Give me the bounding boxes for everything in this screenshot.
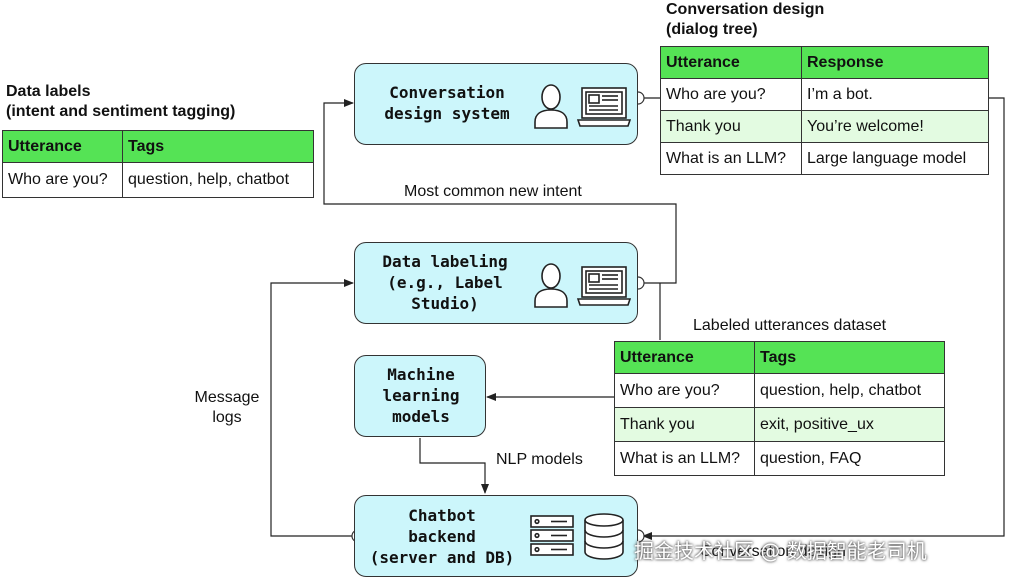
column-header: Tags bbox=[754, 341, 945, 374]
table-row: Thank you exit, positive_ux bbox=[614, 407, 945, 442]
conversation-design-heading: Conversation design (dialog tree) bbox=[666, 1, 825, 38]
person-icon bbox=[534, 263, 568, 308]
intent-connector bbox=[323, 99, 677, 284]
nlp-models-connector bbox=[419, 438, 489, 494]
table-row: Who are you? I’m a bot. bbox=[660, 78, 989, 111]
message-logs-label: Message logs bbox=[194, 389, 260, 426]
table-row: What is an LLM? question, FAQ bbox=[614, 441, 945, 476]
column-header: Utterance bbox=[614, 341, 755, 374]
watermark: 掘金技术社区 @ 数据智能老司机 bbox=[634, 539, 927, 563]
conversation-design-connector bbox=[642, 97, 1005, 540]
labeled-dataset-heading: Labeled utterances dataset bbox=[693, 317, 887, 334]
labeled-dataset-table: Utterance Tags Who are you? question, he… bbox=[614, 341, 945, 476]
nlp-models-label: NLP models bbox=[496, 451, 583, 468]
column-header: Utterance bbox=[660, 46, 802, 79]
laptop-icon bbox=[577, 266, 631, 306]
database-icon bbox=[584, 513, 624, 560]
server-icon bbox=[530, 515, 574, 556]
machine-learning-models-node: Machine learning models bbox=[354, 355, 486, 437]
data-labeling-node: Data labeling (e.g., Label Studio) bbox=[354, 242, 638, 324]
column-header: Utterance bbox=[2, 130, 123, 163]
message-logs-connector bbox=[270, 279, 354, 537]
laptop-icon bbox=[577, 87, 631, 127]
conversation-design-edge-label: Conversation design bbox=[700, 543, 846, 560]
person-icon bbox=[534, 84, 568, 129]
conversation-design-system-node: Conversation design system bbox=[354, 63, 638, 145]
table-row: Who are you? question, help, chatbot bbox=[2, 162, 314, 198]
column-header: Response bbox=[801, 46, 989, 79]
dialog-tree-table: Utterance Response Who are you? I’m a bo… bbox=[660, 46, 989, 175]
data-labels-heading: Data labels (intent and sentiment taggin… bbox=[6, 83, 236, 120]
table-row: Who are you? question, help, chatbot bbox=[614, 373, 945, 408]
column-header: Tags bbox=[122, 130, 314, 163]
most-common-intent-label: Most common new intent bbox=[404, 183, 582, 200]
table-row: Thank you You’re welcome! bbox=[660, 110, 989, 143]
data-labels-table: Utterance Tags Who are you? question, he… bbox=[2, 130, 314, 198]
chatbot-backend-node: Chatbot backend (server and DB) bbox=[354, 495, 638, 577]
table-row: What is an LLM? Large language model bbox=[660, 142, 989, 175]
